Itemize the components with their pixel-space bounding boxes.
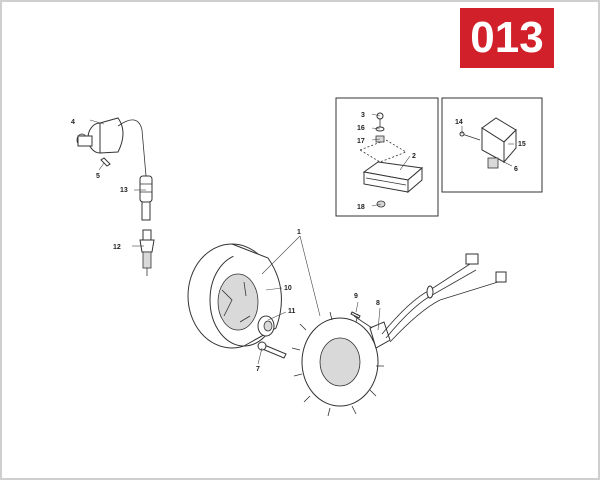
callout-1: 1 (297, 229, 301, 236)
callout-12: 12 (113, 244, 121, 251)
stator-bolt[interactable] (257, 341, 287, 359)
callout-9: 9 (354, 293, 358, 300)
callout-18: 18 (357, 204, 365, 211)
callout-17: 17 (357, 138, 365, 145)
page-number-badge: 013 (460, 8, 554, 68)
stator[interactable] (291, 311, 384, 417)
spark-plug-cap[interactable] (139, 175, 153, 221)
regulator-bracket[interactable] (359, 139, 407, 163)
callout-6: 6 (514, 166, 518, 173)
callout-2: 2 (412, 153, 416, 160)
callout-5: 5 (96, 173, 100, 180)
callout-7: 7 (256, 366, 260, 373)
callout-10: 10 (284, 285, 292, 292)
wiring-harness[interactable] (381, 253, 507, 343)
callout-4: 4 (71, 119, 75, 126)
ignition-coil[interactable] (76, 117, 147, 177)
callout-11: 11 (288, 308, 296, 315)
flywheel-nut[interactable] (257, 315, 275, 337)
cdi-unit[interactable] (481, 117, 517, 169)
leader-lines (89, 113, 514, 365)
cdi-screw[interactable] (459, 131, 481, 141)
regulator-screw[interactable] (376, 112, 384, 127)
callout-13: 13 (120, 187, 128, 194)
callout-3: 3 (361, 112, 365, 119)
coil-screw[interactable] (100, 157, 111, 167)
voltage-regulator[interactable] (362, 161, 424, 194)
pickup-coil[interactable] (353, 315, 391, 349)
spark-plug[interactable] (139, 229, 155, 276)
callout-14: 14 (455, 119, 463, 126)
callout-16: 16 (357, 125, 365, 132)
regulator-detail-box (335, 97, 439, 217)
callout-8: 8 (376, 300, 380, 307)
cdi-detail-box (441, 97, 543, 193)
callout-15: 15 (518, 141, 526, 148)
pickup-screw[interactable] (350, 311, 361, 319)
